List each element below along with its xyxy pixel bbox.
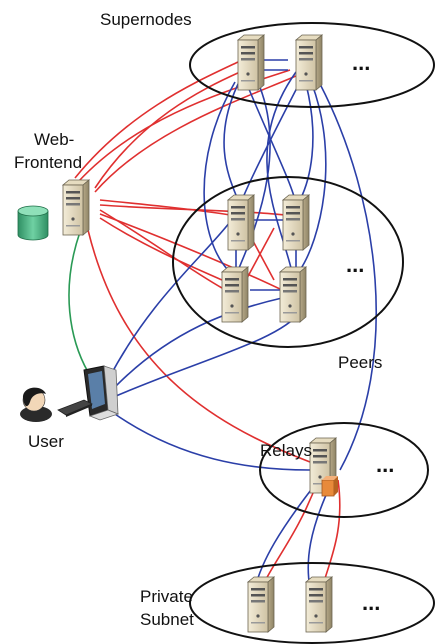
relays-ellipsis: ... (376, 452, 394, 477)
blue-links (107, 59, 378, 589)
supernodes-ellipsis: ... (352, 50, 370, 75)
private-subnet-ellipsis: ... (362, 590, 380, 615)
relays-label: Relays (260, 441, 312, 460)
keyboard-icon (57, 399, 93, 417)
supernodes-label: Supernodes (100, 10, 192, 29)
web-frontend-label-line1: Web- (34, 130, 74, 149)
peer-server-icon (221, 266, 249, 323)
supernode-server-icon (295, 34, 323, 91)
workstation-icon (83, 365, 120, 421)
database-icon (17, 205, 49, 241)
peer-server-icon (279, 266, 307, 323)
private-server-icon (247, 576, 275, 633)
green-links (68, 231, 89, 373)
web-frontend-label-line2: Frontend (14, 153, 82, 172)
peer-server-icon (227, 194, 255, 251)
peer-server-icon (282, 194, 310, 251)
firewall-icon (321, 476, 338, 497)
relays-ellipse (259, 422, 429, 518)
supernodes-ellipse (189, 22, 435, 108)
peers-ellipsis: ... (346, 252, 364, 277)
peers-ellipse (172, 176, 404, 348)
private-subnet-ellipse (189, 562, 435, 644)
peers-label: Peers (338, 353, 382, 372)
private-subnet-label-line1: Private (140, 587, 193, 606)
web-frontend-server-icon (62, 179, 90, 236)
user-label: User (28, 432, 64, 451)
supernode-server-icon (237, 34, 265, 91)
user-icon (20, 387, 52, 422)
private-subnet-label-line2: Subnet (140, 610, 194, 629)
private-server-icon (305, 576, 333, 633)
